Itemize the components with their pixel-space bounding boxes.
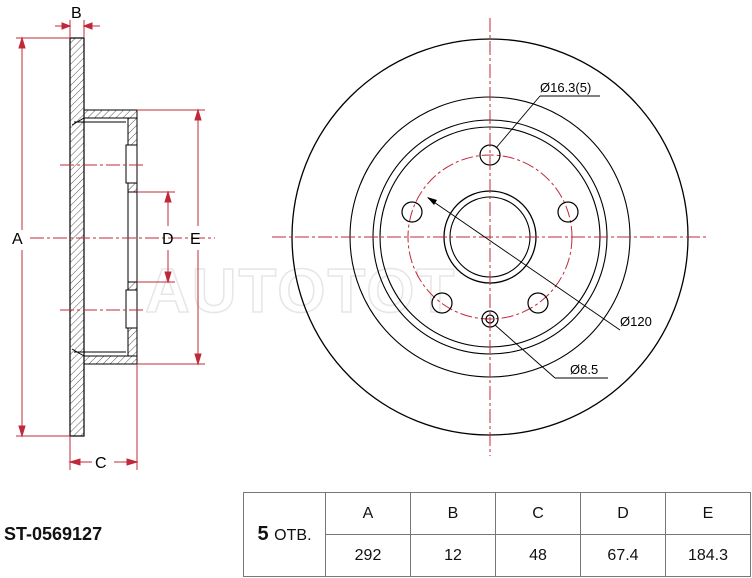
pin-hole-diameter-label: Ø8.5	[570, 362, 598, 377]
bolt-hole-section-bottom	[125, 289, 138, 329]
value-a: 292	[325, 534, 411, 577]
table-header-row: 5 ОТВ. A B C D E	[243, 492, 751, 577]
dim-label-e: E	[190, 231, 201, 248]
holes-count: 5	[257, 523, 269, 545]
bolt-hole-4	[431, 292, 453, 314]
friction-ring-section	[69, 37, 85, 437]
spec-table: 5 ОТВ. A B C D E 292 12 48 67.4 184.3	[243, 492, 751, 577]
dim-label-c: C	[95, 455, 107, 472]
side-view: A B C D	[12, 5, 215, 472]
header-d: D	[580, 492, 666, 535]
bolt-hole-section-top	[125, 144, 138, 184]
table-value-row: 292 12 48 67.4 184.3	[244, 534, 751, 577]
header-b: B	[410, 492, 496, 535]
hat-top-wall	[83, 109, 138, 119]
holes-cell: 5 ОТВ.	[243, 492, 326, 577]
holes-unit: ОТВ.	[274, 527, 312, 544]
value-e: 184.3	[665, 534, 751, 577]
header-a: A	[325, 492, 411, 535]
dim-label-a: A	[12, 231, 23, 248]
value-b: 12	[410, 534, 496, 577]
value-d: 67.4	[580, 534, 666, 577]
center-bore-section	[127, 191, 138, 283]
hat-bottom-wall	[83, 355, 138, 365]
header-e: E	[665, 492, 751, 535]
front-view: Ø16.3(5) Ø120 Ø8.5	[272, 18, 708, 456]
bolt-hole-3	[527, 292, 549, 314]
dim-label-d: D	[162, 231, 174, 248]
value-c: 48	[495, 534, 581, 577]
bolt-hole-5	[401, 201, 423, 223]
part-number: ST-0569127	[4, 524, 103, 544]
pcd-label: Ø120	[620, 314, 652, 329]
watermark-text: AUTOTOT	[145, 257, 456, 326]
bolt-hole-2	[557, 201, 579, 223]
bolt-hole-diameter-label: Ø16.3(5)	[540, 80, 591, 95]
header-c: C	[495, 492, 581, 535]
dim-label-b: B	[71, 5, 82, 22]
brake-disc-drawing: AUTOTOT A	[12, 5, 708, 472]
hat-inner-contour	[71, 117, 126, 357]
